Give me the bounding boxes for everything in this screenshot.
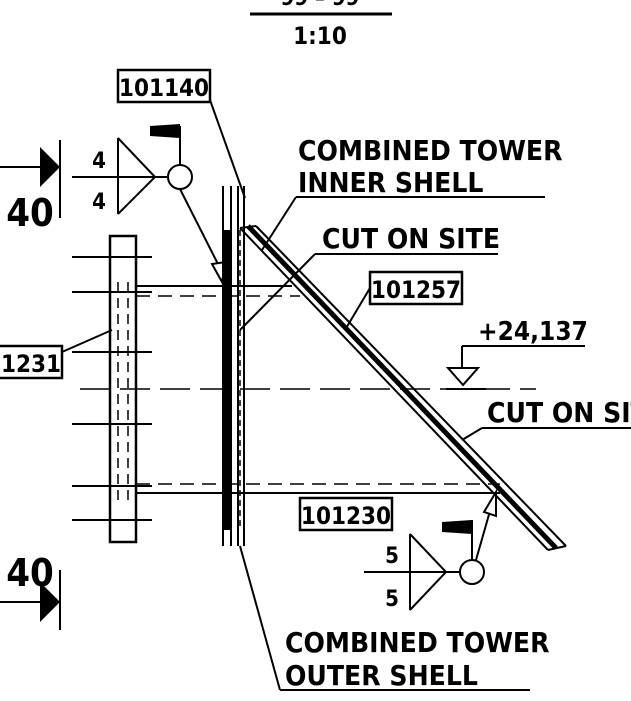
outer-shell-note-1: COMBINED TOWER (285, 626, 550, 659)
svg-text:101231: 101231 (0, 350, 61, 378)
leader-101140 (209, 99, 246, 199)
diagonal-brace (239, 224, 567, 551)
weld-symbol-bottom (364, 488, 497, 611)
dimension-bottom-left (0, 570, 61, 630)
inner-shell-note-1: COMBINED TOWER (298, 134, 563, 167)
weld-flag-top (150, 124, 180, 138)
svg-text:101230: 101230 (301, 502, 391, 530)
dimension-bottom-value: 40 (6, 551, 54, 595)
section-title: 99 – 99 (281, 0, 360, 11)
scale-label: 1:10 (293, 22, 347, 50)
weld-top-lower: 4 (92, 190, 106, 215)
inner-shell-leader (261, 196, 297, 251)
part-label-101140[interactable]: 101140 (116, 68, 212, 104)
cut-on-site-right: CUT ON SIT (487, 396, 631, 429)
cut-on-site-leader (239, 253, 316, 331)
svg-text:101257: 101257 (371, 276, 461, 304)
svg-text:101140: 101140 (119, 74, 209, 102)
part-label-101257[interactable]: 101257 (368, 270, 464, 306)
dimension-top-value: 40 (6, 191, 54, 235)
leader-101257 (344, 287, 371, 331)
weld-flag-bottom (442, 520, 472, 534)
dimension-top-left (0, 140, 61, 218)
part-label-101231[interactable]: 101231 (0, 344, 64, 380)
elevation-triangle (445, 367, 481, 387)
horizontal-member (80, 285, 536, 494)
shell-walls (222, 186, 245, 546)
inner-shell-note-2: INNER SHELL (298, 166, 483, 199)
cut-on-site-right-leader (461, 427, 483, 441)
weld-bottom-lower: 5 (385, 587, 399, 612)
elevation-label: +24,137 (478, 317, 588, 347)
weld-top-upper: 4 (92, 149, 106, 174)
part-label-101230[interactable]: 101230 (298, 496, 394, 532)
outer-shell-leader (239, 545, 281, 691)
leader-101231 (61, 329, 113, 353)
outer-shell-note-2: OUTER SHELL (285, 659, 478, 692)
cut-on-site-top: CUT ON SITE (322, 222, 500, 255)
weld-bottom-upper: 5 (385, 544, 399, 569)
